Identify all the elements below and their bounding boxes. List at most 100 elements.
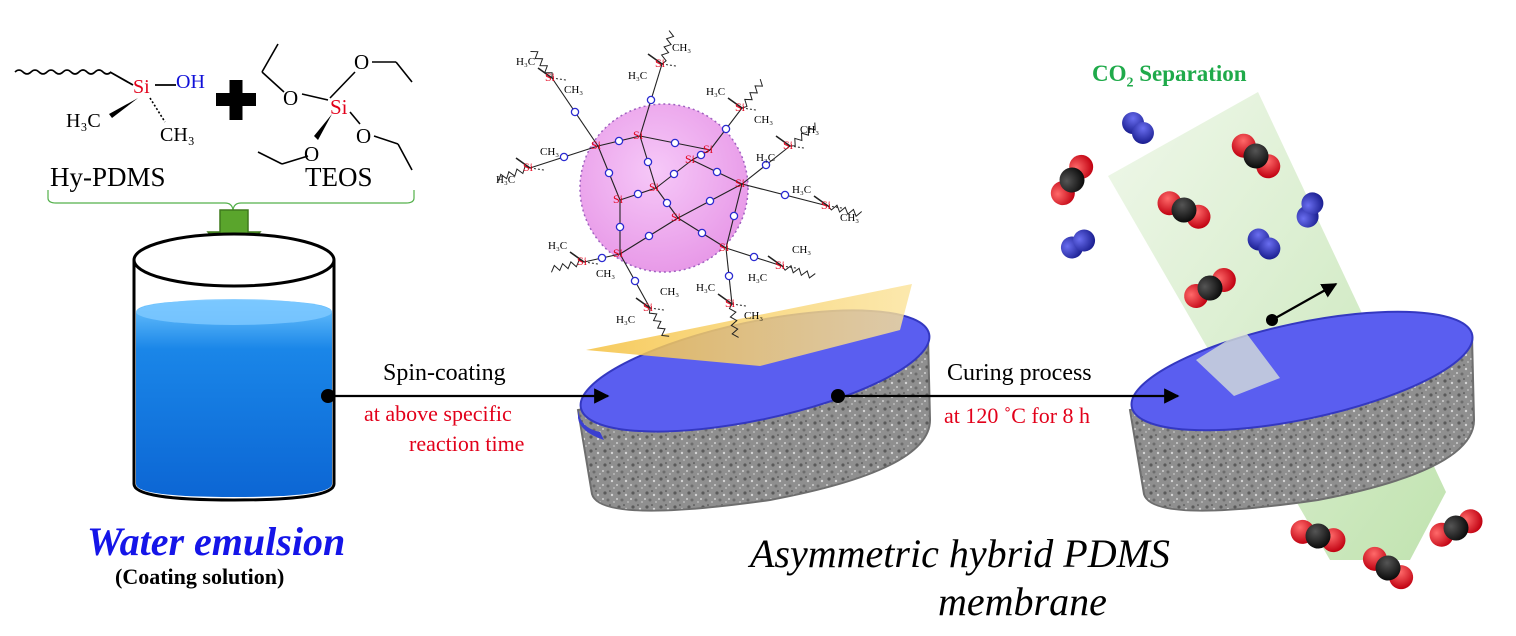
network-atom-label: H₃C xyxy=(756,152,776,164)
network-atom-label: Si xyxy=(735,100,746,114)
co2-molecule-icon xyxy=(1184,268,1236,308)
oxygen-atom xyxy=(615,222,625,232)
oxygen-atom xyxy=(697,228,707,238)
network-atom-label: Si xyxy=(775,258,786,272)
hy-pdms-structure xyxy=(14,69,176,123)
oxygen-atom xyxy=(597,253,607,263)
network-atom-label: Si xyxy=(671,210,682,224)
co2-molecule-icon xyxy=(1050,154,1094,206)
network-atom-label: Si xyxy=(783,138,794,152)
network-atom-label: CH₃ xyxy=(800,124,820,136)
network-atom-label: H₃C xyxy=(628,70,648,82)
network-atom-label: CH₃ xyxy=(564,84,584,96)
network-atom-label: Si xyxy=(719,240,730,254)
oxygen-atom xyxy=(669,169,679,179)
oxygen-atom xyxy=(705,196,715,206)
network-atom-label: Si xyxy=(591,138,602,152)
network-atom-label: CH₃ xyxy=(792,244,812,256)
network-atom-label: Si xyxy=(577,254,588,268)
network-atom-label: CH₃ xyxy=(672,42,692,54)
network-atom-label: H₃C xyxy=(496,174,516,186)
hy-pdms-oh: OH xyxy=(176,71,205,93)
spin-condition-line2: reaction time xyxy=(409,431,525,456)
hy-pdms-label: Hy-PDMS xyxy=(50,162,166,192)
network-atom-label: Si xyxy=(655,56,666,70)
teos-si: Si xyxy=(330,95,348,119)
network-atom-label: Si xyxy=(633,128,644,142)
oxygen-atom xyxy=(712,167,722,177)
oxygen-atom xyxy=(721,124,731,134)
emulsion-title: Water emulsion xyxy=(87,519,346,564)
oxygen-atom xyxy=(644,231,654,241)
network-atom-label: H₃C xyxy=(706,86,726,98)
oxygen-atom xyxy=(724,271,734,281)
network-atom-label: CH₃ xyxy=(744,310,764,322)
n2-molecule-icon xyxy=(1247,228,1281,260)
network-atom-label: CH₃ xyxy=(596,268,616,280)
co2-molecule-icon xyxy=(1157,191,1211,229)
network-atom-label: H₃C xyxy=(516,56,536,68)
teos-o-left: O xyxy=(283,86,299,110)
emulsion-subtitle: (Coating solution) xyxy=(115,564,285,589)
oxygen-atom xyxy=(614,136,624,146)
oxygen-atom xyxy=(630,276,640,286)
oxygen-atom xyxy=(761,160,771,170)
network-atom-label: CH₃ xyxy=(540,146,560,158)
n2-molecule-icon xyxy=(1122,112,1154,144)
beam-crossing xyxy=(1196,330,1280,396)
oxygen-atom xyxy=(729,211,739,221)
plus-sign xyxy=(216,80,256,120)
curing-condition: at 120 ˚C for 8 h xyxy=(944,403,1091,428)
reactant-bracket xyxy=(47,190,415,211)
oxygen-atom xyxy=(670,138,680,148)
spin-coating-label: Spin-coating xyxy=(383,360,506,386)
co2-molecule-icon xyxy=(1231,133,1281,179)
network-atom-label: Si xyxy=(703,142,714,156)
oxygen-atom xyxy=(570,107,580,117)
hy-pdms-h3c: H₃C xyxy=(66,110,101,132)
oxygen-atom xyxy=(604,168,614,178)
oxygen-atom xyxy=(646,95,656,105)
teos-label: TEOS xyxy=(305,162,373,192)
network-atom-label: CH₃ xyxy=(660,286,680,298)
network-atom-label: Si xyxy=(613,246,624,260)
network-atom-label: H₃C xyxy=(696,282,716,294)
n2-molecule-icon xyxy=(1060,229,1096,259)
teos-o-bottom: O xyxy=(304,142,320,166)
spin-fan xyxy=(586,284,912,366)
network-atom-label: H₃C xyxy=(792,184,812,196)
teos-structure xyxy=(257,43,413,171)
curing-label: Curing process xyxy=(947,360,1092,386)
co2-molecule-icon xyxy=(1290,519,1346,553)
gas-molecules xyxy=(1050,112,1483,590)
network-atom-label: Si xyxy=(649,180,660,194)
hy-pdms-si: Si xyxy=(133,76,150,98)
n2-molecule-icon xyxy=(1296,192,1324,228)
network-atom-label: CH₃ xyxy=(840,212,860,224)
oxygen-atom xyxy=(749,252,759,262)
siloxane-network xyxy=(498,30,863,338)
network-atom-label: H₃C xyxy=(616,314,636,326)
network-atom-label: Si xyxy=(685,152,696,166)
teos-o-right: O xyxy=(356,124,372,148)
network-atom-label: H₃C xyxy=(748,272,768,284)
co2-separation-title: CO2 Separation xyxy=(1092,61,1247,91)
teos-wedge-bond xyxy=(314,114,332,140)
oxygen-atom xyxy=(696,150,706,160)
network-atom-label: Si xyxy=(523,160,534,174)
network-atom-label: Si xyxy=(725,296,736,310)
beaker-icon xyxy=(132,232,336,502)
network-atom-label: Si xyxy=(735,176,746,190)
hy-pdms-ch3: CH₃ xyxy=(160,124,195,146)
oxygen-atom xyxy=(643,157,653,167)
product-title-line1: Asymmetric hybrid PDMS xyxy=(750,531,1170,576)
network-atom-label: H₃C xyxy=(548,240,568,252)
co2-molecule-icon xyxy=(1429,509,1483,547)
product-title-line2: membrane xyxy=(938,579,1107,624)
network-atom-label: Si xyxy=(545,70,556,84)
spin-condition-line1: at above specific xyxy=(364,401,512,426)
oxygen-atom xyxy=(662,198,672,208)
co2-molecule-icon xyxy=(1362,546,1414,590)
